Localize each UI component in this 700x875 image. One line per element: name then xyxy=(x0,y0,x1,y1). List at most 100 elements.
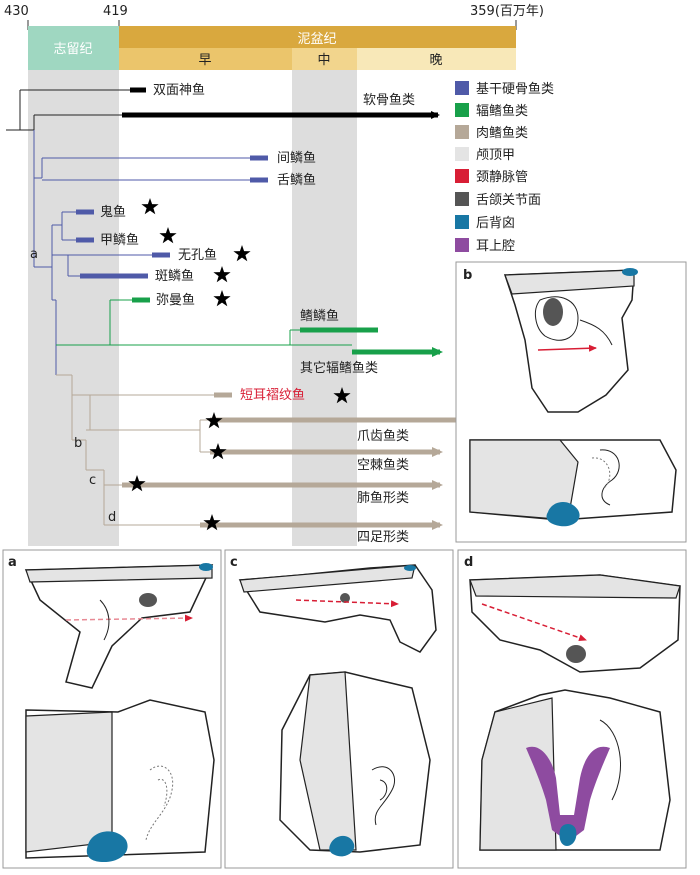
legend: 基干硬骨鱼类 辐鳍鱼类 肉鳍鱼类 颅顶甲 颈静脉管 舌颌关节面 后背囟 耳上腔 xyxy=(455,81,554,254)
star-icon xyxy=(203,514,221,531)
legend-swatch xyxy=(455,215,469,229)
panel-c-canal-inner xyxy=(379,779,388,801)
star-icon xyxy=(213,290,231,307)
stars xyxy=(128,198,351,531)
legend-swatch xyxy=(455,192,469,206)
silurian-label: 志留纪 xyxy=(53,42,92,57)
early-devonian-band xyxy=(119,48,292,70)
star-icon xyxy=(159,227,177,244)
legend-label: 基干硬骨鱼类 xyxy=(476,81,554,97)
devonian-band xyxy=(119,26,516,48)
star-icon xyxy=(209,443,227,460)
taxon-labels: 双面神鱼 软骨鱼类 间鳞鱼 舌鳞鱼 鬼鱼 甲鳞鱼 无孔鱼 斑鳞鱼 弥曼鱼 鳍鳞鱼… xyxy=(100,82,415,545)
panel-a-hyomandibular-facet xyxy=(139,593,157,607)
label-wukongyu: 无孔鱼 xyxy=(178,247,217,263)
label-other-actinopterygians: 其它辐鳍鱼类 xyxy=(300,360,378,376)
legend-swatch xyxy=(455,125,469,139)
label-jianlinyu: 间鳞鱼 xyxy=(277,150,316,166)
panel-c: c xyxy=(224,549,454,869)
panel-a-ridge xyxy=(99,599,110,641)
panel-d-label: d xyxy=(464,555,473,570)
panel-d-hyomandibular-facet xyxy=(566,645,586,663)
legend-label: 颅顶甲 xyxy=(476,148,515,163)
legend-swatch xyxy=(455,103,469,117)
silurian-column xyxy=(28,70,119,546)
panel-c-ventral-fontanelle xyxy=(329,835,355,857)
panel-b-hyomandibular-facet xyxy=(543,298,563,326)
legend-item: 后背囟 xyxy=(455,215,515,231)
label-chondrichthyans: 软骨鱼类 xyxy=(363,92,415,108)
label-shelinyu: 舌鳞鱼 xyxy=(277,172,316,188)
legend-item: 颈静脉管 xyxy=(455,169,528,185)
tree-branches xyxy=(6,89,352,526)
legend-item: 基干硬骨鱼类 xyxy=(455,81,554,97)
panel-b-skull-roof xyxy=(504,269,635,295)
panel-b-posterior-fontanelle xyxy=(622,268,638,276)
legend-swatch xyxy=(455,238,469,252)
node-labels: a b c d xyxy=(30,247,116,525)
label-porolepiformes: 爪齿鱼类 xyxy=(357,428,409,444)
tick-419: 419 xyxy=(103,4,128,19)
legend-swatch xyxy=(455,169,469,183)
legend-label: 舌颌关节面 xyxy=(476,193,541,208)
panel-d-supraotic-cavity xyxy=(526,746,610,842)
panel-a-dotted-canal xyxy=(145,765,174,841)
panel-b-orbit-outline xyxy=(534,296,579,341)
range-bars xyxy=(76,87,460,530)
legend-item: 颅顶甲 xyxy=(455,147,515,163)
legend-item: 辐鳍鱼类 xyxy=(455,103,528,119)
panel-a-ventral-roof xyxy=(25,711,113,853)
star-icon xyxy=(333,387,351,404)
panel-b-label: b xyxy=(463,268,472,283)
panel-a: a xyxy=(2,549,222,869)
label-lungfishes: 肺鱼形类 xyxy=(357,490,409,506)
timeline: 430 419 359(百万年) 志留纪 泥盆纪 早 中 晚 xyxy=(4,4,544,70)
middle-devonian-column xyxy=(292,70,357,546)
silurian-band xyxy=(28,26,119,70)
legend-swatch xyxy=(455,147,469,161)
panel-d-skull-roof xyxy=(469,574,681,599)
panel-b-ventral-roof xyxy=(469,439,579,521)
label-miman: 弥曼鱼 xyxy=(156,292,195,308)
panel-b-jugular-canal xyxy=(537,344,597,352)
panel-d-jugular-canal xyxy=(481,603,587,642)
middle-label: 中 xyxy=(317,53,330,68)
panel-b-canal xyxy=(599,449,620,506)
label-doliodus: 双面神鱼 xyxy=(153,82,205,98)
panel-b-ventral-fontanelle xyxy=(546,501,580,527)
star-icon xyxy=(233,245,251,262)
panel-b-dotted-canal xyxy=(591,457,611,489)
label-tetrapods: 四足形类 xyxy=(357,530,409,545)
label-qilinyu: 鳍鳞鱼 xyxy=(300,308,339,324)
panel-c-canal xyxy=(371,766,395,826)
panel-a-dotted-canal-inner xyxy=(157,778,168,807)
early-label: 早 xyxy=(198,53,211,68)
star-icon xyxy=(213,266,231,283)
panel-d-canal xyxy=(599,719,621,801)
middle-devonian-band xyxy=(292,48,357,70)
node-b-label: b xyxy=(74,436,82,451)
node-c-label: c xyxy=(89,473,96,488)
panel-a-ventral-fontanelle xyxy=(86,831,128,862)
panel-d: d xyxy=(457,549,687,869)
legend-label: 耳上腔 xyxy=(476,239,515,254)
panel-c-hyomandibular-facet xyxy=(340,593,350,603)
legend-label: 辐鳍鱼类 xyxy=(476,103,528,119)
legend-item: 肉鳍鱼类 xyxy=(455,125,528,141)
panel-c-label: c xyxy=(230,555,238,570)
label-banlinyu: 斑鳞鱼 xyxy=(155,268,194,284)
panel-c-skull-roof xyxy=(239,564,416,593)
star-icon xyxy=(141,198,159,215)
panel-a-lateral-skull xyxy=(24,564,214,689)
label-brachy: 短耳褶纹鱼 xyxy=(240,387,305,403)
node-a-label: a xyxy=(30,247,38,262)
node-d-label: d xyxy=(108,510,116,525)
legend-swatch xyxy=(455,81,469,95)
legend-label: 肉鳍鱼类 xyxy=(476,125,528,141)
panel-b: b xyxy=(455,261,687,543)
panel-a-posterior-fontanelle xyxy=(199,563,213,571)
star-icon xyxy=(128,475,146,492)
legend-label: 后背囟 xyxy=(476,216,515,231)
tick-359: 359(百万年) xyxy=(470,4,544,19)
